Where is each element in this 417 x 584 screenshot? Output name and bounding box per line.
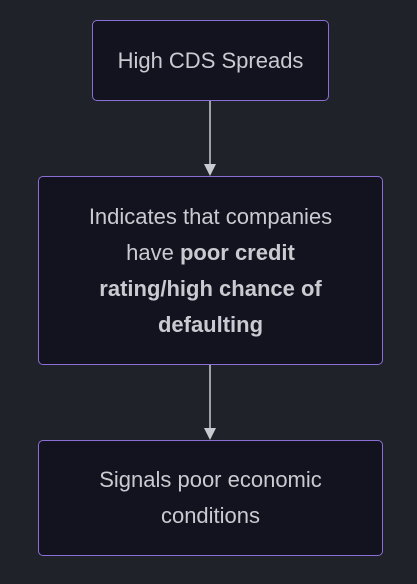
node-high-cds-spreads: High CDS Spreads: [92, 20, 329, 101]
edge-n2-n3: [204, 365, 216, 440]
arrowhead-icon: [204, 428, 216, 440]
node-label: High CDS Spreads: [117, 47, 304, 73]
node-label: Indicates that companies have poor credi…: [71, 199, 351, 343]
node-poor-economic-conditions: Signals poor economic conditions: [38, 440, 383, 556]
node-label-prefix: Indicates that companies have: [88, 203, 333, 265]
arrowhead-icon: [204, 164, 216, 176]
node-poor-credit-rating: Indicates that companies have poor credi…: [38, 176, 383, 365]
node-label: Signals poor economic conditions: [99, 467, 322, 528]
edge-n1-n2: [204, 101, 216, 176]
node-label-bold: poor credit rating/high chance of defaul…: [99, 239, 322, 337]
